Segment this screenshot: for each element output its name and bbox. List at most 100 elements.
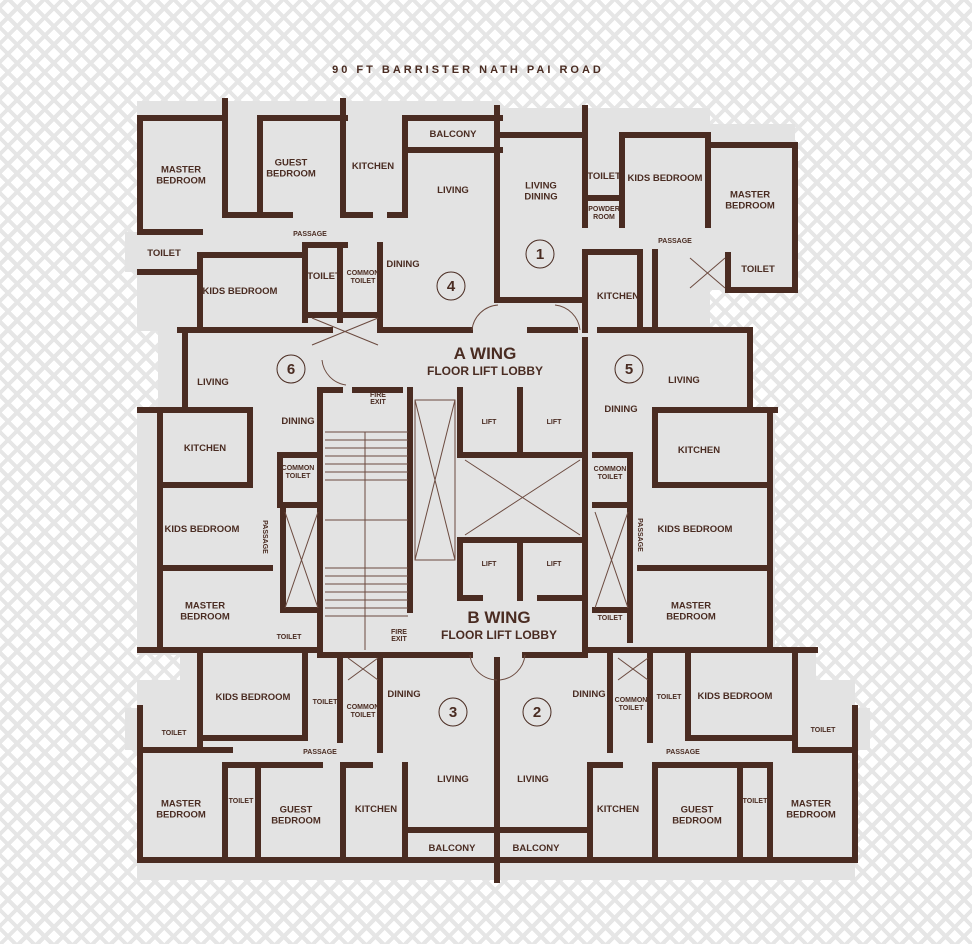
f5-flat-number: 5 <box>625 361 633 378</box>
thin-line <box>347 657 379 681</box>
f6-common-toilet-label: COMMON <box>282 465 315 472</box>
walls <box>137 98 858 883</box>
f4-common-toilet-label: TOILET <box>351 278 376 285</box>
f4-common-toilet-label: COMMON <box>347 270 380 277</box>
f4-living-label: LIVING <box>437 185 469 196</box>
f2-master-bedroom-label: BEDROOM <box>786 810 836 821</box>
f5-master-bedroom-label: MASTER <box>671 601 711 612</box>
f2-passage-label: PASSAGE <box>666 749 700 756</box>
f3-toilet3-label: TOILET <box>229 798 254 805</box>
thin-line <box>471 304 499 331</box>
f6-kitchen-label: KITCHEN <box>184 443 226 454</box>
f5-toilet-label: TOILET <box>598 615 623 622</box>
f5-common-toilet-label: COMMON <box>594 466 627 473</box>
f5-passage-label: PASSAGE <box>636 518 643 552</box>
f1-master-bedroom-label: MASTER <box>730 190 770 201</box>
f2-dining-label: DINING <box>572 689 605 700</box>
f4-passage-label: PASSAGE <box>293 231 327 238</box>
f2-toilet3-label: TOILET <box>743 798 768 805</box>
thin-line <box>414 399 456 561</box>
f4-guest-bedroom-label: BEDROOM <box>266 169 316 180</box>
f3-flat-number: 3 <box>449 704 457 721</box>
f1-flat-number: 1 <box>536 246 544 263</box>
f1-toilet2-label: TOILET <box>741 264 775 275</box>
f6-passage-label: PASSAGE <box>261 520 268 554</box>
lift-2: LIFT <box>547 419 562 426</box>
f2-toilet-label: TOILET <box>657 694 682 701</box>
f1-powder-room-label: POWDER <box>588 206 620 213</box>
f2-kitchen-label: KITCHEN <box>597 804 639 815</box>
f3-passage-label: PASSAGE <box>303 749 337 756</box>
a-wing-title: A WING <box>454 344 517 363</box>
f4-kitchen-label: KITCHEN <box>352 161 394 172</box>
f3-balcony-label: BALCONY <box>429 843 477 854</box>
f2-guest-bedroom-label: BEDROOM <box>672 816 722 827</box>
fire-exit-a-2: EXIT <box>370 399 386 406</box>
f4-toilet-label: TOILET <box>147 248 181 259</box>
f1-passage-label: PASSAGE <box>658 238 692 245</box>
flat-number-circles <box>276 239 644 727</box>
f5-living-label: LIVING <box>668 375 700 386</box>
thin-line <box>464 459 581 536</box>
lift-4: LIFT <box>547 561 562 568</box>
f4-master-bedroom-label: BEDROOM <box>156 176 206 187</box>
f6-toilet-label: TOILET <box>277 634 302 641</box>
f4-guest-bedroom-label: GUEST <box>275 158 308 169</box>
lift-1: LIFT <box>482 419 497 426</box>
f6-master-bedroom-label: BEDROOM <box>180 612 230 623</box>
f6-dining-label: DINING <box>281 416 314 427</box>
a-wing-lobby: FLOOR LIFT LOBBY <box>427 364 543 378</box>
windows-and-stairs <box>284 257 726 681</box>
b-wing-lobby: FLOOR LIFT LOBBY <box>441 628 557 642</box>
f2-common-toilet-label: COMMON <box>615 697 648 704</box>
fire-exit-a: FIRE <box>370 392 386 399</box>
f2-kids-bedroom-label: KIDS BEDROOM <box>698 691 773 702</box>
thin-line <box>594 511 629 609</box>
f3-dining-label: DINING <box>387 689 420 700</box>
fire-exit-b: FIRE <box>391 629 407 636</box>
road-label: 90 FT BARRISTER NATH PAI ROAD <box>332 64 604 76</box>
f2-living-label: LIVING <box>517 774 549 785</box>
f2-flat-number: 2 <box>533 704 541 721</box>
f1-kitchen-label: KITCHEN <box>597 291 639 302</box>
f3-kitchen-label: KITCHEN <box>355 804 397 815</box>
f3-kids-bedroom-label: KIDS BEDROOM <box>216 692 291 703</box>
thin-line <box>617 657 649 681</box>
thin-line <box>284 511 319 609</box>
f2-balcony-label: BALCONY <box>513 843 561 854</box>
f4-kids-bedroom-label: KIDS BEDROOM <box>203 286 278 297</box>
f3-master-bedroom-label: BEDROOM <box>156 810 206 821</box>
thin-line <box>321 359 347 386</box>
f3-guest-bedroom-label: GUEST <box>280 805 313 816</box>
f3-guest-bedroom-label: BEDROOM <box>271 816 321 827</box>
thin-line <box>469 654 498 681</box>
f6-common-toilet-label: TOILET <box>286 473 311 480</box>
f4-toilet2-label: TOILET <box>307 271 341 282</box>
f5-common-toilet-label: TOILET <box>598 474 623 481</box>
f3-common-toilet-label: TOILET <box>351 712 376 719</box>
thin-line <box>554 304 581 331</box>
f1-master-bedroom-label: BEDROOM <box>725 201 775 212</box>
f5-kids-bedroom-label: KIDS BEDROOM <box>658 524 733 535</box>
b-wing-title: B WING <box>467 608 530 627</box>
thin-line <box>499 654 526 681</box>
f6-master-bedroom-label: MASTER <box>185 601 225 612</box>
f3-living-label: LIVING <box>437 774 469 785</box>
f1-toilet-label: TOILET <box>587 171 621 182</box>
f3-toilet2-label: TOILET <box>162 730 187 737</box>
thin-line <box>689 257 726 289</box>
f4-balcony-label: BALCONY <box>430 129 478 140</box>
thin-line <box>414 399 456 561</box>
f1-powder-room-label: ROOM <box>593 214 615 221</box>
f6-living-label: LIVING <box>197 377 229 388</box>
f4-master-bedroom-label: MASTER <box>161 165 201 176</box>
f3-common-toilet-label: COMMON <box>347 704 380 711</box>
f5-dining-label: DINING <box>604 404 637 415</box>
f6-kids-bedroom-label: KIDS BEDROOM <box>165 524 240 535</box>
f6-flat-number: 6 <box>287 361 295 378</box>
f2-toilet2-label: TOILET <box>811 727 836 734</box>
lift-3: LIFT <box>482 561 497 568</box>
f1-living-dining-label: DINING <box>524 192 557 203</box>
f3-master-bedroom-label: MASTER <box>161 799 201 810</box>
